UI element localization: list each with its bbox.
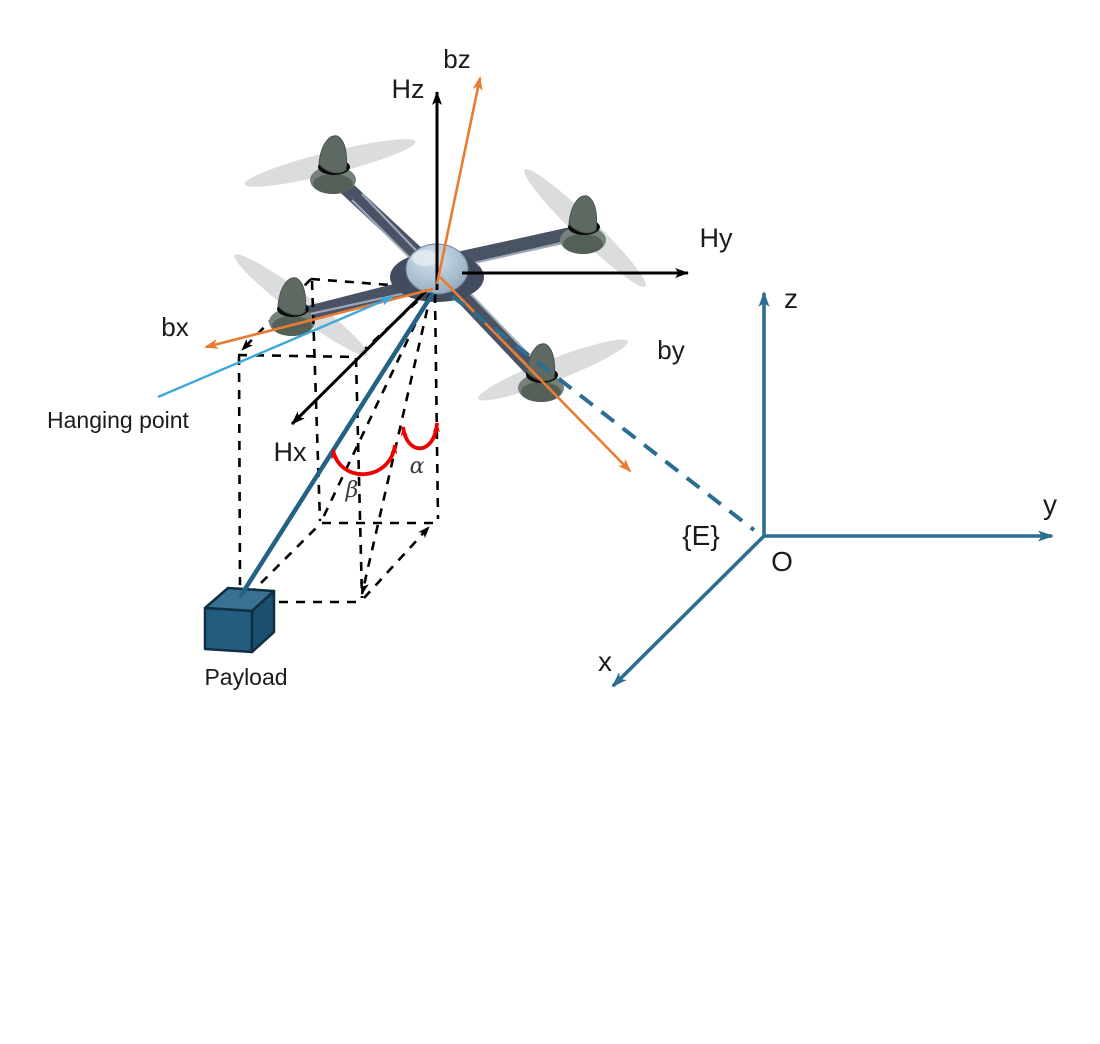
hanging-point-arrow: [157, 295, 393, 399]
box-vertical-back-right: [433, 293, 440, 520]
angle-arcs: [331, 422, 440, 477]
bz-axis-arrow: [435, 76, 483, 285]
cable-projection-back: [320, 292, 432, 521]
diagram-labels: Hz Hy Hx bz bx by Hanging point Payload …: [47, 44, 1057, 690]
alpha-label: α: [410, 454, 425, 479]
beta-label: β: [345, 478, 359, 503]
earth-x-axis-arrow: [611, 534, 766, 688]
hz-label: Hz: [392, 74, 425, 104]
body-frame-axes: [204, 76, 632, 473]
earth-y-label: y: [1043, 489, 1057, 520]
box-bottom-left-edge: [248, 524, 320, 596]
hub-highlight: [412, 250, 438, 266]
origin-label: O: [771, 546, 793, 577]
earth-z-label: z: [784, 283, 798, 314]
payload-side-face: [250, 589, 276, 654]
payload-front-face: [203, 606, 254, 654]
rotor-upper-left: [310, 135, 356, 194]
hy-label: Hy: [700, 223, 733, 253]
box-bottom-right-edge: [363, 526, 430, 599]
position-vector-dashed: [450, 294, 756, 532]
box-top-back-edge: [310, 277, 431, 290]
hx-axis-arrow: [290, 288, 429, 426]
box-vertical-front-left: [237, 355, 242, 586]
bz-label: bz: [443, 44, 470, 74]
payload-label: Payload: [204, 664, 287, 690]
hanging-point-label: Hanging point: [47, 407, 190, 433]
arm-upper-right: [444, 225, 580, 270]
by-label: by: [657, 335, 684, 365]
payload-cube: [203, 586, 276, 654]
earth-frame-axes: [611, 291, 1054, 688]
alpha-angle-arc: [400, 422, 440, 451]
earth-x-label: x: [598, 646, 612, 677]
earth-frame-label: {E}: [682, 520, 719, 551]
hx-label: Hx: [274, 437, 307, 467]
box-vertical-front-right: [354, 357, 364, 599]
rotor-upper-right: [560, 195, 606, 254]
h-frame-axes: [290, 91, 689, 426]
cable-projection-front: [360, 292, 433, 595]
beta-angle-arc: [331, 444, 398, 477]
by-axis-arrow: [439, 276, 632, 473]
bx-label: bx: [161, 312, 188, 342]
bx-axis-arrow: [204, 287, 434, 349]
